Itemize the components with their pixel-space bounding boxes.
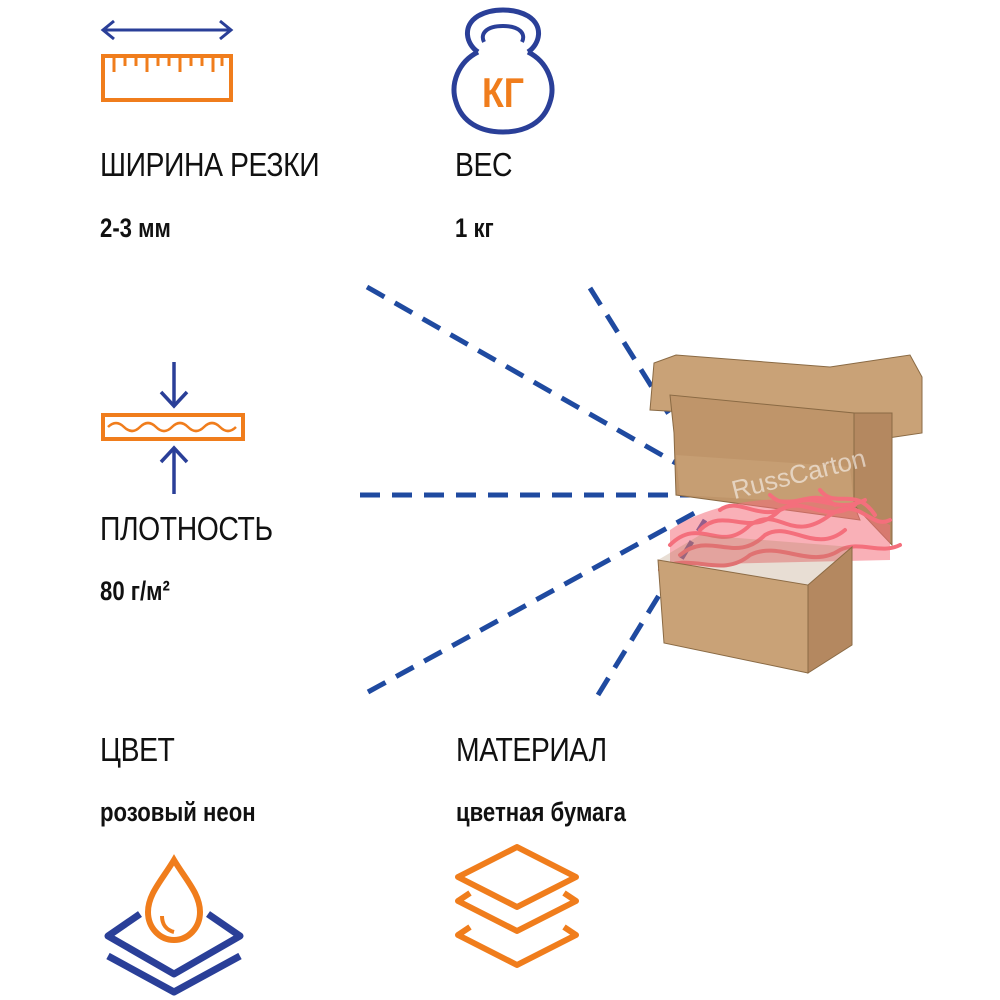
ruler-icon (100, 19, 234, 102)
color-label: ЦВЕТ (100, 731, 175, 768)
weight-label: ВЕС (455, 146, 513, 183)
material-value: цветная бумага (456, 797, 626, 827)
color-value: розовый неон (100, 797, 256, 827)
box-with-pink-filler-image: RussCarton (649, 354, 923, 674)
kettlebell-text: КГ (482, 70, 524, 116)
compression-icon (101, 362, 245, 494)
kettlebell-icon: КГ (451, 7, 555, 135)
material-label: МАТЕРИАЛ (456, 731, 607, 768)
drop-layers-icon (104, 854, 244, 996)
density-label: ПЛОТНОСТЬ (100, 510, 273, 547)
paper-stack-icon (455, 844, 579, 968)
cut-width-value: 2-3 мм (100, 213, 171, 243)
cut-width-label: ШИРИНА РЕЗКИ (100, 146, 320, 183)
density-value: 80 г/м² (100, 576, 170, 606)
weight-value: 1 кг (455, 213, 494, 243)
